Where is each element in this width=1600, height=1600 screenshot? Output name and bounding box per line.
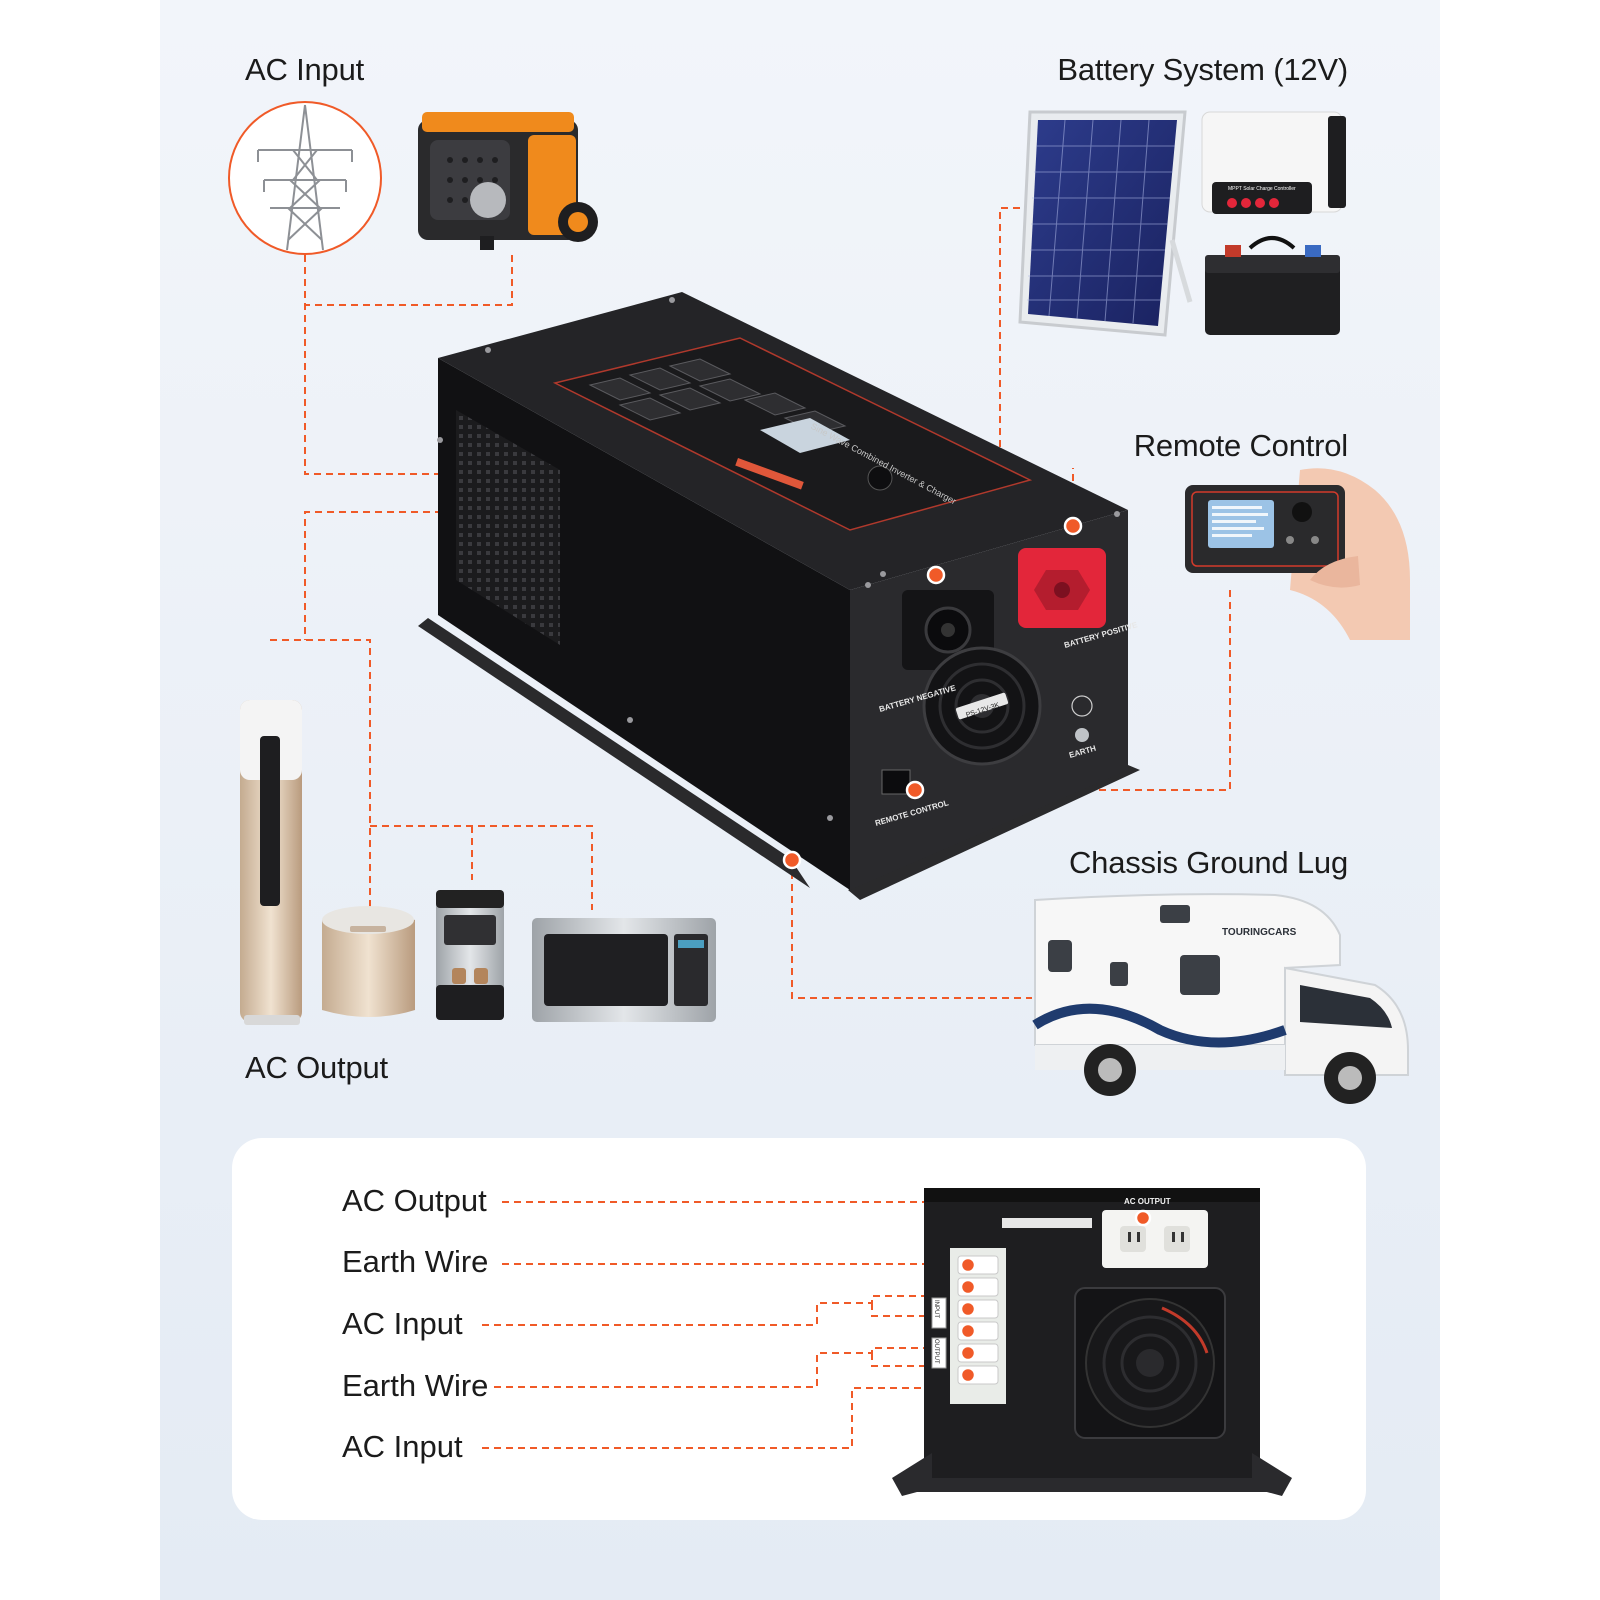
camper-rv-icon: TOURINGCARS <box>1032 893 1409 1104</box>
remote-control-label: Remote Control <box>1133 428 1348 463</box>
rice-cooker-icon <box>322 906 415 1017</box>
charge-controller-text: MPPT Solar Charge Controller <box>1228 186 1296 192</box>
battery-system-label: Battery System (12V) <box>1057 52 1348 87</box>
power-tower-icon <box>228 101 382 255</box>
background-panel: MPPT Solar Charge Controller <box>160 0 1440 1600</box>
ac-input-label: AC Input <box>245 52 365 87</box>
microwave-icon <box>532 918 716 1022</box>
rear-panel-diagram: AC OUTPUT INPUT OUTPUT <box>482 1188 1292 1496</box>
ac-output-label: AC Output <box>245 1050 388 1085</box>
solar-panel-icon <box>1018 110 1193 337</box>
rear-label-ac-input-2: AC Input <box>342 1429 463 1464</box>
inverter-rear-view: AC OUTPUT INPUT OUTPUT <box>892 1188 1292 1496</box>
chassis-ground-lug-label: Chassis Ground Lug <box>1068 845 1348 880</box>
tower-air-conditioner-icon <box>240 700 302 1025</box>
charge-controller-icon: MPPT Solar Charge Controller <box>1201 111 1346 214</box>
rear-ac-output-text: AC OUTPUT <box>1124 1197 1171 1206</box>
connection-points <box>782 516 1083 870</box>
rear-label-ac-input-1: AC Input <box>342 1306 463 1341</box>
system-diagram: MPPT Solar Charge Controller <box>228 101 1410 1104</box>
rv-brand-text: TOURINGCARS <box>1222 927 1297 938</box>
battery-icon <box>1205 236 1340 335</box>
rear-panel-card: AC Output Earth Wire AC Input Earth Wire… <box>232 1138 1366 1520</box>
terminal-output-text: OUTPUT <box>933 1339 939 1364</box>
rear-label-earth-wire-2: Earth Wire <box>342 1368 489 1403</box>
rear-connection-points <box>959 1209 1152 1384</box>
coffee-machine-icon <box>436 890 504 1020</box>
rear-label-ac-output: AC Output <box>342 1183 487 1218</box>
remote-control-icon <box>1185 468 1410 640</box>
rear-label-earth-wire-1: Earth Wire <box>342 1244 489 1279</box>
generator-icon <box>418 112 598 250</box>
inverter-unit: Sine Wave Combined Inverter & Charger PS… <box>418 292 1140 900</box>
terminal-input-text: INPUT <box>933 1300 939 1318</box>
